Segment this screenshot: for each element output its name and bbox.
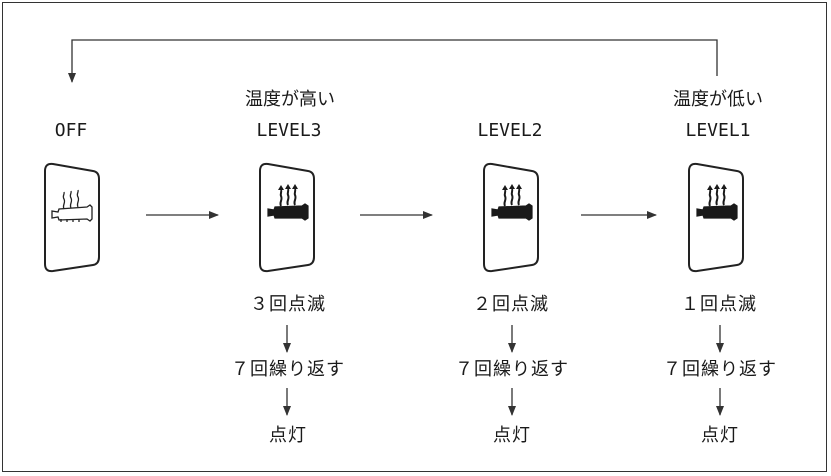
level3-repeat-text: ７回繰り返す [231, 359, 345, 380]
level1-on-text: 点灯 [701, 425, 739, 446]
level1-repeat-text: ７回繰り返す [663, 359, 777, 380]
level3-blink-text: ３回点滅 [250, 294, 326, 315]
heated-grip-switch-off [43, 161, 101, 273]
heated-grip-level2-icon [491, 184, 533, 221]
heated-grip-switch-level2 [482, 161, 540, 273]
level2-repeat-text: ７回繰り返す [455, 359, 569, 380]
heated-grip-switch-level3 [258, 161, 316, 273]
state-label-level1: LEVEL1 [685, 120, 751, 141]
heated-grip-off-icon [51, 189, 93, 222]
heated-grip-level1-icon [696, 184, 738, 221]
level2-blink-text: ２回点滅 [473, 294, 549, 315]
heated-grip-switch-level1 [687, 161, 745, 273]
heated-grip-level3-icon [267, 184, 309, 221]
level1-blink-text: １回点滅 [681, 294, 757, 315]
low-temperature-label: 温度が低い [673, 89, 763, 110]
high-temperature-label: 温度が高い [245, 89, 335, 110]
state-label-level2: LEVEL2 [477, 120, 543, 141]
level3-on-text: 点灯 [269, 425, 307, 446]
state-label-off: OFF [54, 120, 88, 141]
loop-back-arrow [68, 39, 718, 83]
state-label-level3: LEVEL3 [256, 120, 322, 141]
level2-on-text: 点灯 [493, 425, 531, 446]
